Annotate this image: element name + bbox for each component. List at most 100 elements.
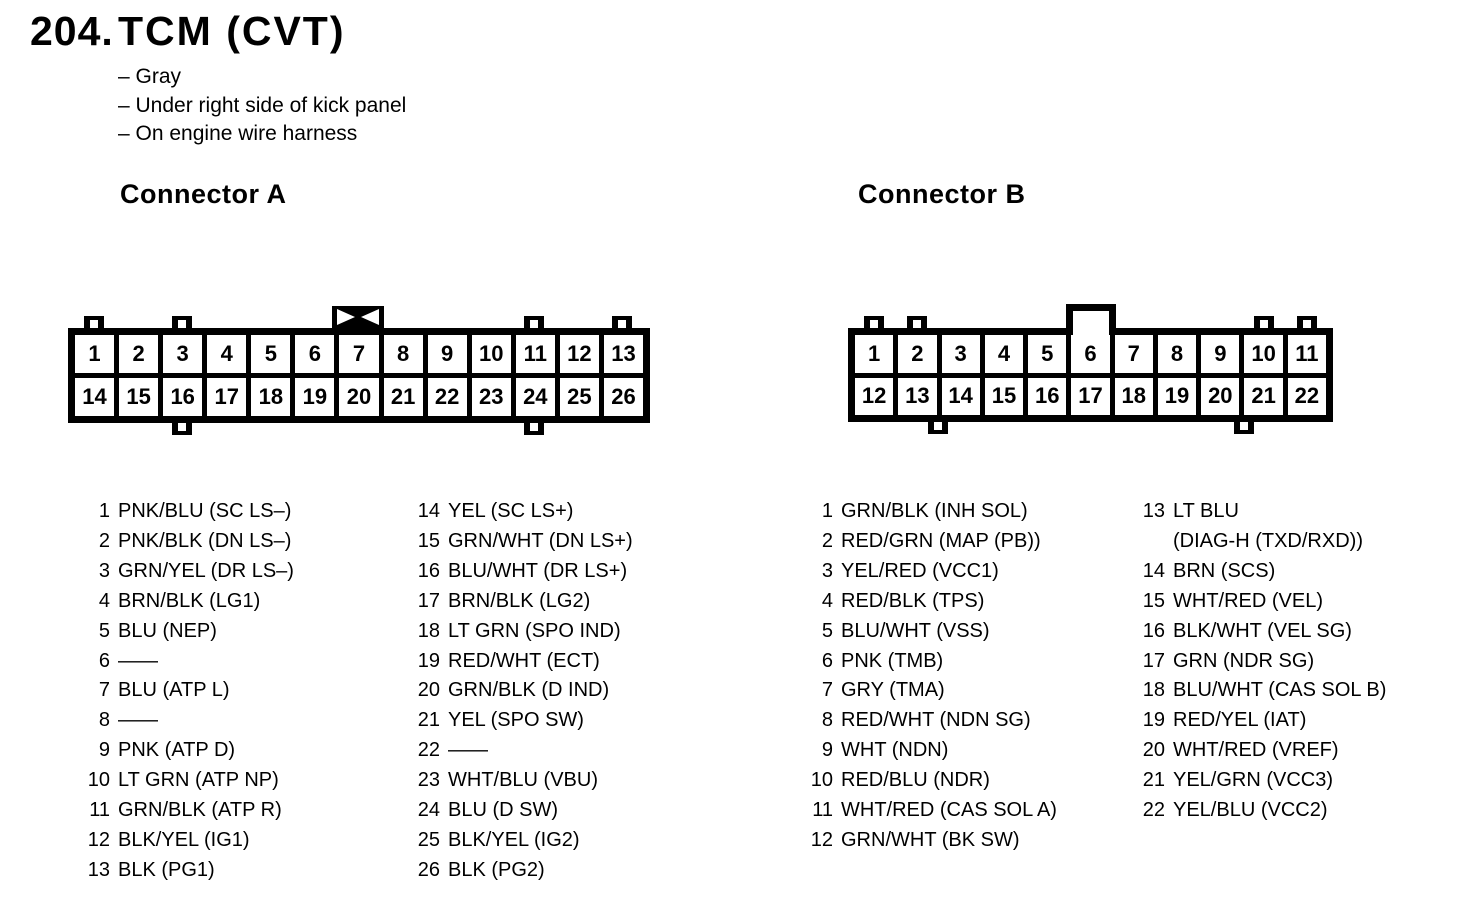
connector-b-cell-10: 10 [1244, 335, 1283, 373]
pin-number: 13 [1142, 500, 1165, 522]
connector-b-pin-18: 18 BLU/WHT (CAS SOL B) [1133, 676, 1387, 706]
pin-number: 5 [98, 619, 110, 642]
pin-label: WHT/RED (VREF) [1173, 739, 1339, 762]
pin-label: BLU (ATP L) [118, 679, 230, 702]
connector-a-top-tab [172, 316, 192, 330]
pin-label: GRY (TMA) [841, 679, 945, 702]
connector-b-cell-1: 1 [855, 335, 894, 373]
pin-number: 2 [98, 529, 110, 552]
note-line: – On engine wire harness [118, 122, 358, 145]
pin-label: —— [118, 709, 158, 732]
connector-b-top-tab [864, 316, 884, 330]
connector-b-cell-11: 11 [1287, 335, 1326, 373]
pin-number: 25 [417, 828, 440, 851]
pin-number: 19 [1142, 709, 1165, 732]
pin-number: 21 [1142, 769, 1165, 792]
connector-b-cell-15: 15 [984, 377, 1024, 415]
connector-a-cell-21: 21 [383, 378, 423, 416]
pin-label: RED/WHT (ECT) [448, 649, 600, 672]
connector-a-cell-14: 14 [75, 378, 115, 416]
connector-a-cell-16: 16 [163, 378, 203, 416]
connector-a-bottom-tab [172, 421, 192, 435]
connector-b-pin-8: 8 RED/WHT (NDN SG) [801, 706, 1057, 736]
pin-number: 13 [87, 858, 110, 881]
connector-a-cell-13: 13 [603, 335, 643, 373]
connector-a-cell-25: 25 [559, 378, 599, 416]
pin-number: 14 [1142, 559, 1165, 582]
notes-list: – Gray– Under right side of kick panel– … [118, 63, 406, 149]
pin-label: BLU (D SW) [448, 799, 558, 822]
connector-a-pin-22: 22—— [408, 736, 633, 766]
pin-number: 22 [417, 739, 440, 762]
pin-number: 3 [821, 559, 833, 582]
pin-number: 11 [812, 799, 833, 822]
pin-number: 8 [98, 709, 110, 732]
pin-number: 15 [1142, 589, 1165, 612]
connector-a-cell-23: 23 [471, 378, 511, 416]
connector-b-pin-3: 3 YEL/RED (VCC1) [801, 557, 1057, 587]
pin-number: 7 [821, 679, 833, 702]
pin-label: LT BLU (DIAG-H (TXD/RXD)) [1173, 500, 1363, 552]
connector-b-label: Connector B [858, 179, 1026, 209]
pin-label: BLU/WHT (CAS SOL B) [1173, 679, 1387, 702]
tab-notch [913, 320, 921, 328]
connector-a-cell-5: 5 [251, 335, 291, 373]
connector-a-cell-12: 12 [559, 335, 599, 373]
connector-b-cell-7: 7 [1114, 335, 1153, 373]
connector-a-cell-26: 26 [603, 378, 643, 416]
pin-number: 20 [1142, 739, 1165, 762]
pin-number: 22 [1142, 799, 1165, 822]
pin-number: 10 [87, 769, 110, 792]
connector-b-top-tab [1297, 316, 1317, 330]
connector-a-cell-7: 7 [339, 335, 379, 373]
pin-number: 16 [417, 559, 440, 582]
pin-number: 23 [417, 769, 440, 792]
pin-label: RED/WHT (NDN SG) [841, 709, 1031, 732]
connector-a-top-tab [84, 316, 104, 330]
pin-label: GRN/YEL (DR LS–) [118, 559, 294, 582]
pin-label: RED/GRN (MAP (PB)) [841, 529, 1041, 552]
pin-number: 8 [821, 709, 833, 732]
pin-number: 12 [810, 828, 833, 851]
connector-b-cell-19: 19 [1157, 377, 1197, 415]
pin-number: 20 [417, 679, 440, 702]
pin-number: 18 [1142, 679, 1165, 702]
tab-notch [178, 320, 186, 328]
tab-notch [530, 423, 538, 431]
connector-b-cell-6: 6 [1071, 335, 1110, 373]
pin-label: YEL/RED (VCC1) [841, 559, 999, 582]
connector-a-cell-19: 19 [295, 378, 335, 416]
connector-a-cell-1: 1 [75, 335, 115, 373]
pin-label: YEL/GRN (VCC3) [1173, 769, 1334, 792]
pin-label: RED/BLU (NDR) [841, 769, 990, 792]
pin-number: 1 [821, 500, 833, 522]
connector-b-cell-22: 22 [1287, 377, 1326, 415]
connector-a-cell-10: 10 [471, 335, 511, 373]
connector-b-cell-14: 14 [941, 377, 980, 415]
connector-b-cell-21: 21 [1244, 377, 1283, 415]
connector-b-pin-21: 21 YEL/GRN (VCC3) [1133, 766, 1386, 796]
pin-label: YEL (SPO SW) [448, 709, 584, 732]
pin-number: 18 [417, 619, 440, 642]
connector-b-cell-4: 4 [984, 335, 1024, 373]
pin-label: PNK/BLU (SC LS–) [118, 500, 292, 522]
pin-label: BLU/WHT (VSS) [841, 619, 990, 642]
